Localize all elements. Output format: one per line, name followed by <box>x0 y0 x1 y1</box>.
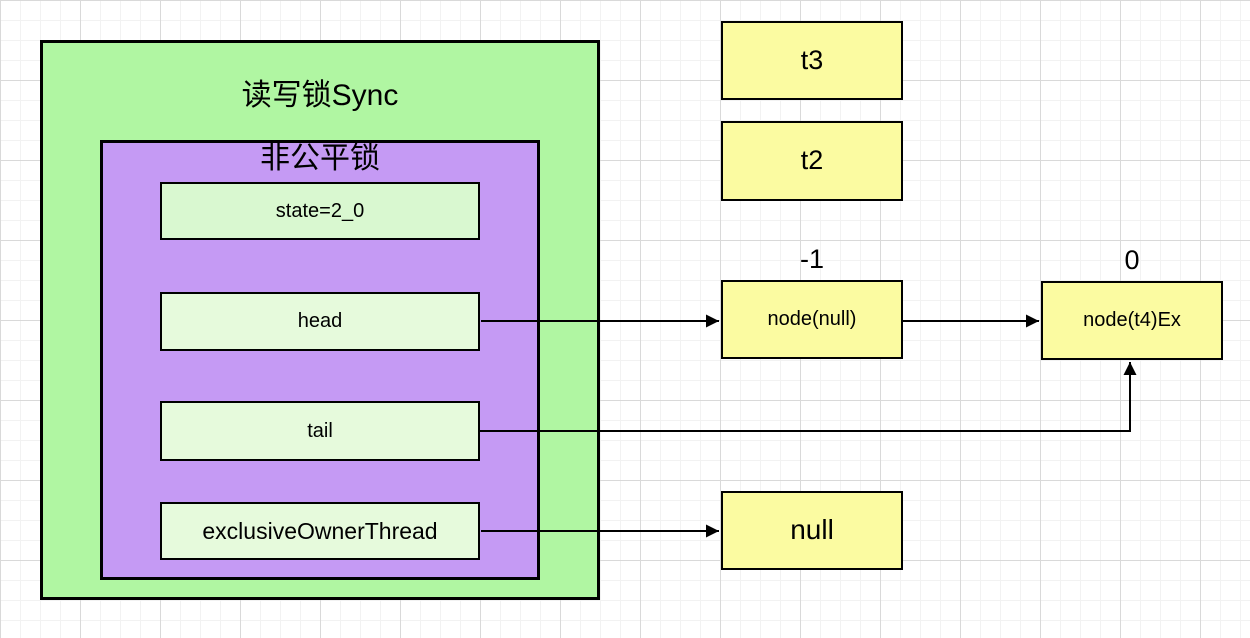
field-head: head <box>160 292 480 351</box>
thread-box-t2: t2 <box>721 121 903 201</box>
field-tail: tail <box>160 401 480 461</box>
thread-t2-label: t2 <box>800 145 824 176</box>
queue-node-null-label: node(null) <box>767 308 857 330</box>
sync-container-title: 读写锁Sync <box>241 79 399 112</box>
field-exclusiveOwnerThread-label: exclusiveOwnerThread <box>202 517 438 544</box>
queue-node-t4: node(t4)Ex <box>1041 281 1223 360</box>
nonfair-lock-title: 非公平锁 <box>260 142 380 175</box>
field-state: state=2_0 <box>160 182 480 240</box>
node-null-waitstatus: -1 <box>799 243 824 274</box>
field-exclusiveOwnerThread: exclusiveOwnerThread <box>160 502 480 560</box>
owner-null-label: null <box>790 514 834 546</box>
field-state-label: state=2_0 <box>275 199 365 222</box>
field-head-label: head <box>297 310 343 332</box>
node-t4-waitstatus: 0 <box>1124 244 1140 275</box>
thread-box-t3: t3 <box>721 21 903 100</box>
field-tail-label: tail <box>307 419 333 442</box>
owner-null-box: null <box>721 491 903 570</box>
queue-node-null: node(null) <box>721 280 903 359</box>
thread-t3-label: t3 <box>800 44 824 75</box>
queue-node-t4-label: node(t4)Ex <box>1083 309 1181 331</box>
